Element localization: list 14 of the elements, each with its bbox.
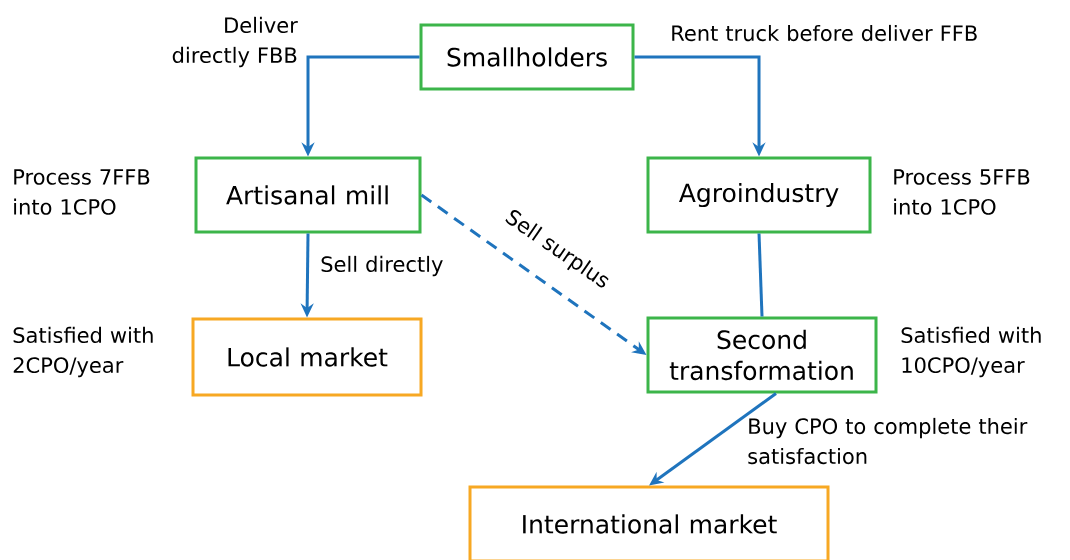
market-box: International market — [468, 485, 830, 560]
node-caption: Process 5FFB into 1CPO — [894, 169, 1030, 215]
node-caption: Satisfied with 2CPO/year — [13, 326, 153, 378]
edge-label: Buy CPO to complete their satisfaction — [748, 417, 1028, 465]
process-box: Agroindustry — [646, 156, 872, 234]
node-caption: Process 7FFB into 1CPO — [14, 169, 150, 215]
market-box: Local market — [191, 317, 423, 397]
edge-label: Sell directly — [321, 255, 443, 277]
process-box: Artisanal mill — [194, 156, 422, 234]
node-caption: Satisfied with 10CPO/year — [901, 326, 1041, 378]
process-box: Smallholders — [419, 23, 635, 91]
edge-label: Deliver directly FBB — [172, 16, 298, 68]
edge-label: Rent truck before deliver FFB — [672, 24, 977, 42]
process-box: Second transformation — [646, 316, 878, 394]
